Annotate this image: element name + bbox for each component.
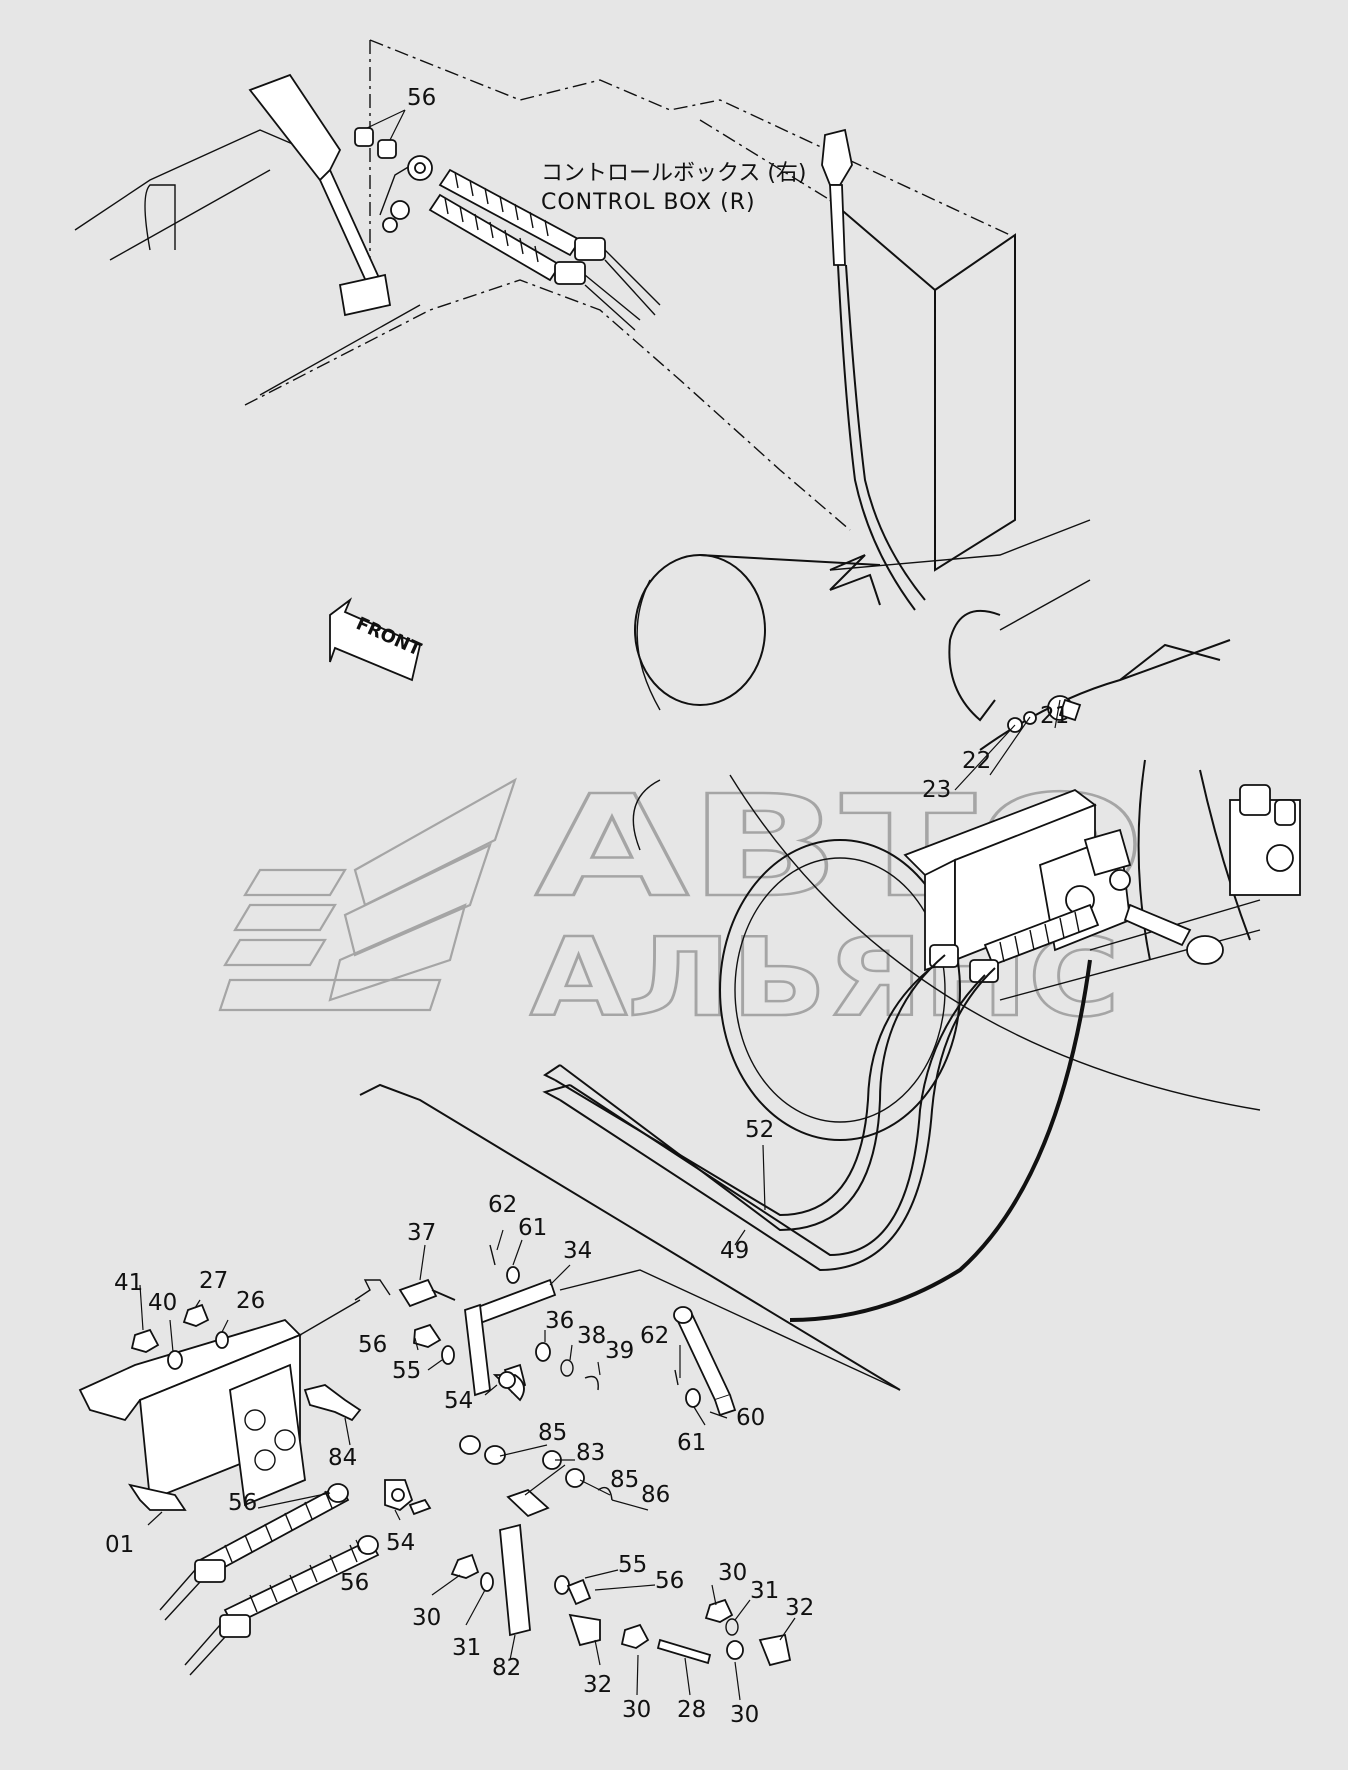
callout-30: 30 bbox=[730, 1702, 759, 1728]
callout-61: 61 bbox=[677, 1430, 706, 1456]
cable-ends-upper bbox=[354, 127, 661, 331]
callout-84: 84 bbox=[328, 1445, 357, 1471]
callout-56: 56 bbox=[228, 1490, 257, 1516]
callout-37: 37 bbox=[407, 1220, 436, 1246]
cable-bracket bbox=[903, 695, 1224, 983]
callout-49: 49 bbox=[720, 1238, 749, 1264]
callout-83: 83 bbox=[576, 1440, 605, 1466]
callout-28: 28 bbox=[677, 1697, 706, 1723]
callout-52: 52 bbox=[745, 1117, 774, 1143]
callout-31: 31 bbox=[750, 1578, 779, 1604]
callout-55: 55 bbox=[618, 1552, 647, 1578]
leader-lines bbox=[139, 109, 1061, 1701]
callout-40: 40 bbox=[148, 1290, 177, 1316]
callout-01: 01 bbox=[105, 1532, 134, 1558]
callout-30: 30 bbox=[622, 1697, 651, 1723]
callout-30: 30 bbox=[718, 1560, 747, 1586]
callout-62: 62 bbox=[640, 1323, 669, 1349]
linkage-exploded bbox=[78, 1244, 901, 1676]
callout-54: 54 bbox=[386, 1530, 415, 1556]
cab-floor-outline bbox=[74, 39, 1011, 531]
callout-22: 22 bbox=[962, 748, 991, 774]
callout-85: 85 bbox=[610, 1467, 639, 1493]
callout-32: 32 bbox=[785, 1595, 814, 1621]
callout-85: 85 bbox=[538, 1420, 567, 1446]
callout-56: 56 bbox=[407, 85, 436, 111]
box-label-en: CONTROL BOX (R) bbox=[541, 190, 756, 215]
callout-56: 56 bbox=[358, 1332, 387, 1358]
callout-56: 56 bbox=[340, 1570, 369, 1596]
front-arrow: FRONT bbox=[329, 597, 425, 682]
callout-34: 34 bbox=[563, 1238, 592, 1264]
callout-30: 30 bbox=[412, 1605, 441, 1631]
control-lever bbox=[821, 128, 926, 611]
control-pedal bbox=[248, 73, 421, 317]
callout-21: 21 bbox=[1040, 703, 1069, 729]
callout-38: 38 bbox=[577, 1323, 606, 1349]
callout-26: 26 bbox=[236, 1288, 265, 1314]
box-label: コントロールボックス (右) CONTROL BOX (R) bbox=[541, 161, 807, 215]
callout-32: 32 bbox=[583, 1672, 612, 1698]
box-label-jp: コントロールボックス (右) bbox=[541, 161, 807, 186]
callout-82: 82 bbox=[492, 1655, 521, 1681]
callout-41: 41 bbox=[114, 1270, 143, 1296]
watermark-logo bbox=[218, 777, 517, 1012]
callout-36: 36 bbox=[545, 1308, 574, 1334]
callout-55: 55 bbox=[392, 1358, 421, 1384]
main-cables bbox=[542, 954, 1092, 1322]
callout-27: 27 bbox=[199, 1268, 228, 1294]
callout-62: 62 bbox=[488, 1192, 517, 1218]
callout-54: 54 bbox=[444, 1388, 473, 1414]
callout-31: 31 bbox=[452, 1635, 481, 1661]
frame-outline bbox=[359, 519, 1261, 1391]
callout-60: 60 bbox=[736, 1405, 765, 1431]
callout-56: 56 bbox=[655, 1568, 684, 1594]
callout-23: 23 bbox=[922, 777, 951, 803]
control-box-right bbox=[699, 119, 1016, 572]
callout-86: 86 bbox=[641, 1482, 670, 1508]
callout-61: 61 bbox=[518, 1215, 547, 1241]
callouts: 56 21 22 23 52 49 62 61 37 34 41 27 40 2… bbox=[105, 85, 1069, 1728]
callout-39: 39 bbox=[605, 1338, 634, 1364]
